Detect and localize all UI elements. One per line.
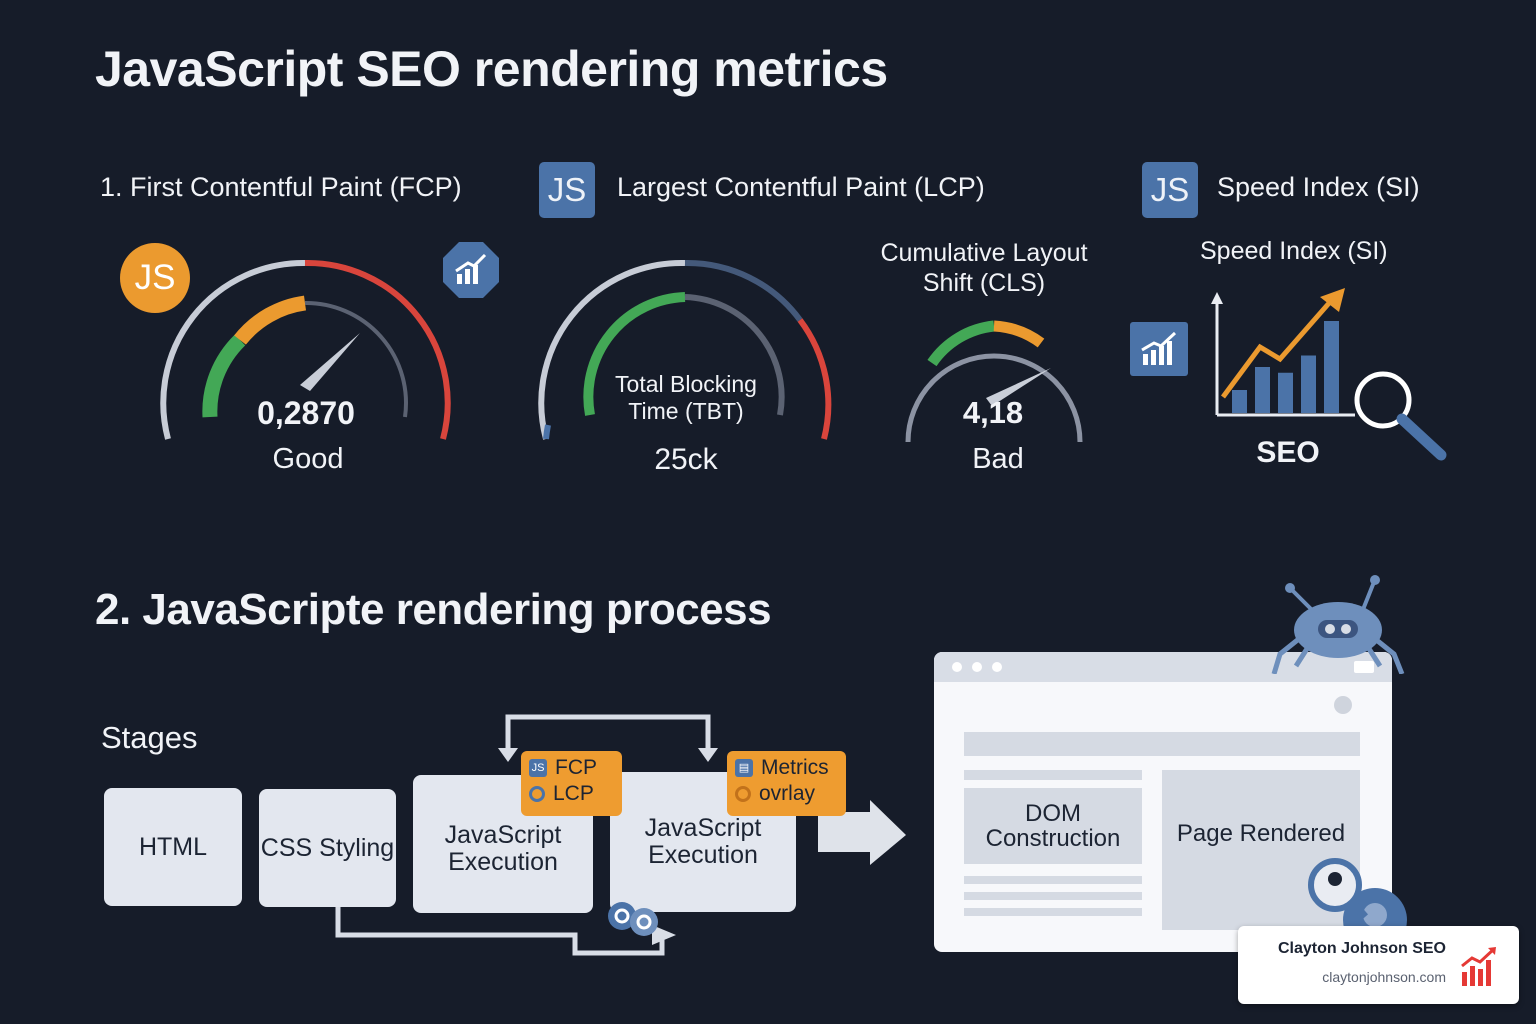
circle-icon	[735, 786, 751, 802]
metrics-title: JavaScript SEO rendering metrics	[95, 41, 888, 97]
tbt-value: 25ck	[654, 443, 718, 476]
chart-mini-icon: ▤	[735, 759, 753, 777]
stage-html: HTML	[104, 788, 242, 906]
chart-icon-si	[1130, 322, 1188, 376]
seo-chart	[1211, 288, 1447, 461]
tag-metrics: Metrics	[761, 756, 829, 779]
tbt-label: Total Blocking Time (TBT)	[615, 371, 757, 424]
brand-name: Clayton Johnson SEO	[1277, 940, 1446, 957]
window-dot-icon	[952, 662, 962, 672]
cls-status: Bad	[972, 443, 1024, 475]
cls-label: Cumulative Layout Shift (CLS)	[880, 239, 1088, 297]
content-line	[964, 892, 1142, 900]
fcp-status: Good	[272, 443, 344, 475]
content-line	[964, 770, 1142, 780]
gear-icon	[608, 902, 658, 936]
cls-value: 4,18	[962, 395, 1024, 430]
js-mini-icon: JS	[529, 759, 547, 777]
stages-label: Stages	[101, 720, 198, 755]
fcp-value: 0,2870	[257, 395, 355, 431]
js-badge-fcp: JS	[120, 243, 190, 313]
fcp-gauge	[160, 259, 451, 440]
chart-icon-gauge	[443, 242, 499, 298]
js-badge-si: JS	[1142, 162, 1198, 218]
process-title: 2. JavaScripte rendering process	[95, 585, 772, 634]
content-line	[964, 908, 1142, 916]
dom-construction: DOM Construction	[964, 788, 1142, 864]
browser-window: DOM Construction Page Rendered	[934, 652, 1392, 952]
spider-bot-icon	[1271, 575, 1405, 674]
seo-bar	[1232, 390, 1247, 413]
target-icon	[529, 786, 545, 802]
cls-gauge	[905, 320, 1083, 443]
window-dot-icon	[972, 662, 982, 672]
si-sub-label: Speed Index (SI)	[1200, 237, 1388, 265]
browser-titlebar	[934, 652, 1392, 682]
brand-logo-icon	[1461, 947, 1496, 986]
seo-bar	[1324, 321, 1339, 413]
tag-fcp: FCP	[555, 756, 597, 779]
content-line	[964, 876, 1142, 884]
brand-url: claytonjohnson.com	[1322, 969, 1446, 985]
avatar	[1334, 696, 1352, 714]
stage-js-execution-2: JavaScript Execution	[610, 772, 796, 912]
fcp-label: 1. First Contentful Paint (FCP)	[100, 172, 462, 202]
tag-metrics-overlay: ▤ Metrics ovrlay	[727, 751, 846, 816]
seo-bar	[1278, 372, 1293, 413]
window-control-icon	[1354, 661, 1374, 673]
tag-lcp: LCP	[553, 782, 594, 805]
stage-css: CSS Styling	[259, 789, 396, 907]
si-top-label: Speed Index (SI)	[1217, 172, 1420, 202]
seo-bar	[1255, 367, 1270, 413]
seo-bar	[1301, 355, 1316, 413]
tbt-gauge	[538, 259, 832, 440]
lcp-label: Largest Contentful Paint (LCP)	[617, 172, 985, 202]
seo-label: SEO	[1256, 436, 1320, 469]
tag-overlay: ovrlay	[759, 782, 816, 805]
js-badge-lcp: JS	[539, 162, 595, 218]
window-dot-icon	[992, 662, 1002, 672]
tag-fcp-lcp: JS FCP LCP	[521, 751, 622, 816]
brand-badge: Clayton Johnson SEO claytonjohnson.com	[1238, 926, 1519, 1004]
magnifier-bot-icon	[1308, 858, 1407, 930]
content-bar	[964, 732, 1360, 756]
